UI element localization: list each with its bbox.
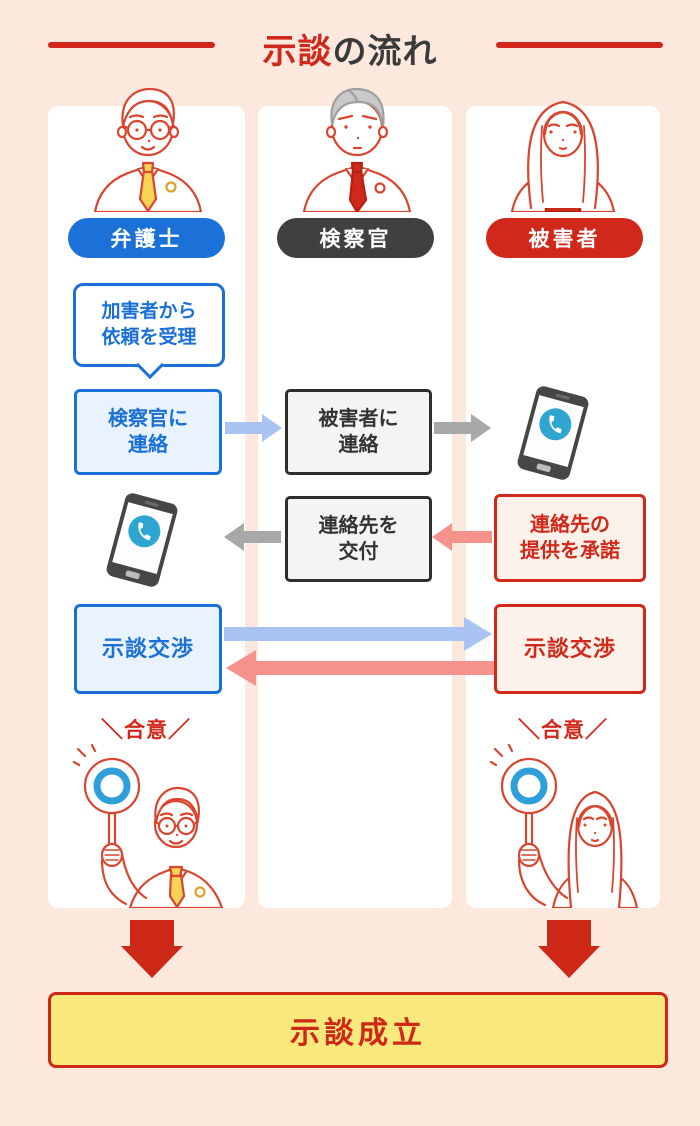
- role-badge-lawyer: 弁護士: [68, 218, 225, 258]
- negotiation-lawyer-label: 示談交渉: [101, 635, 194, 661]
- negotiation-box-victim: 示談交渉: [494, 604, 646, 694]
- settlement-established-box: 示談成立: [48, 992, 668, 1068]
- lawyer-agreement-illustration: [72, 743, 224, 908]
- contact-prosecutor-box: 検察官に 連絡: [74, 389, 222, 475]
- consent-contact-line2: 提供を承諾: [520, 540, 620, 562]
- deliver-contact-line2: 交付: [338, 541, 379, 563]
- role-badge-victim: 被害者: [486, 218, 643, 258]
- bubble-line1: 加害者から: [101, 301, 197, 323]
- consent-contact-line1: 連絡先の: [530, 514, 610, 536]
- agreement-text: 合意: [124, 719, 168, 742]
- agreement-slash-left: ＼: [517, 717, 541, 742]
- lawyer-illustration: [93, 87, 203, 212]
- agreement-slash-left: ＼: [100, 717, 124, 742]
- arrow-victim-to-prosecutor: [432, 523, 492, 551]
- contact-prosecutor-line1: 検察官に: [108, 408, 188, 430]
- title-accent-line-left: [48, 42, 215, 48]
- phone-icon-victim: [517, 386, 589, 480]
- request-received-bubble: 加害者から 依頼を受理: [73, 283, 225, 380]
- victim-agreement-illustration: [489, 743, 639, 908]
- title-highlight: 示談: [262, 33, 333, 71]
- agreement-slash-right: ／: [585, 717, 609, 742]
- consent-contact-box: 連絡先の 提供を承諾: [494, 494, 646, 582]
- down-arrow-victim: [538, 920, 600, 978]
- negotiation-box-lawyer: 示談交渉: [74, 604, 222, 694]
- prosecutor-illustration: [302, 87, 412, 212]
- contact-prosecutor-line2: 連絡: [128, 434, 168, 456]
- page-title: 示談の流れ: [0, 24, 700, 73]
- agreement-label-lawyer: ＼合意／: [71, 712, 221, 744]
- deliver-contact-line1: 連絡先を: [318, 515, 399, 537]
- negotiation-arrow-left: [226, 650, 494, 686]
- title-rest: の流れ: [332, 33, 438, 71]
- negotiation-victim-label: 示談交渉: [523, 635, 616, 661]
- role-badge-prosecutor: 検察官: [277, 218, 434, 258]
- negotiation-arrow-right: [224, 617, 492, 651]
- arrow-prosecutor-to-lawyer: [224, 523, 281, 551]
- down-arrow-lawyer: [121, 920, 183, 978]
- deliver-contact-box: 連絡先を 交付: [285, 496, 432, 582]
- agreement-label-victim: ＼合意／: [488, 712, 638, 744]
- arrow-lawyer-to-prosecutor: [225, 414, 282, 442]
- victim-illustration: [510, 100, 616, 212]
- agreement-text: 合意: [541, 719, 585, 742]
- agreement-slash-right: ／: [168, 717, 192, 742]
- bubble-line2: 依頼を受理: [101, 327, 197, 348]
- contact-victim-box: 被害者に 連絡: [285, 389, 432, 475]
- contact-victim-line1: 被害者に: [318, 408, 399, 430]
- arrow-prosecutor-to-victim: [434, 414, 491, 442]
- phone-icon-lawyer: [106, 493, 178, 587]
- title-accent-line-right: [496, 42, 663, 48]
- contact-victim-line2: 連絡: [338, 434, 379, 456]
